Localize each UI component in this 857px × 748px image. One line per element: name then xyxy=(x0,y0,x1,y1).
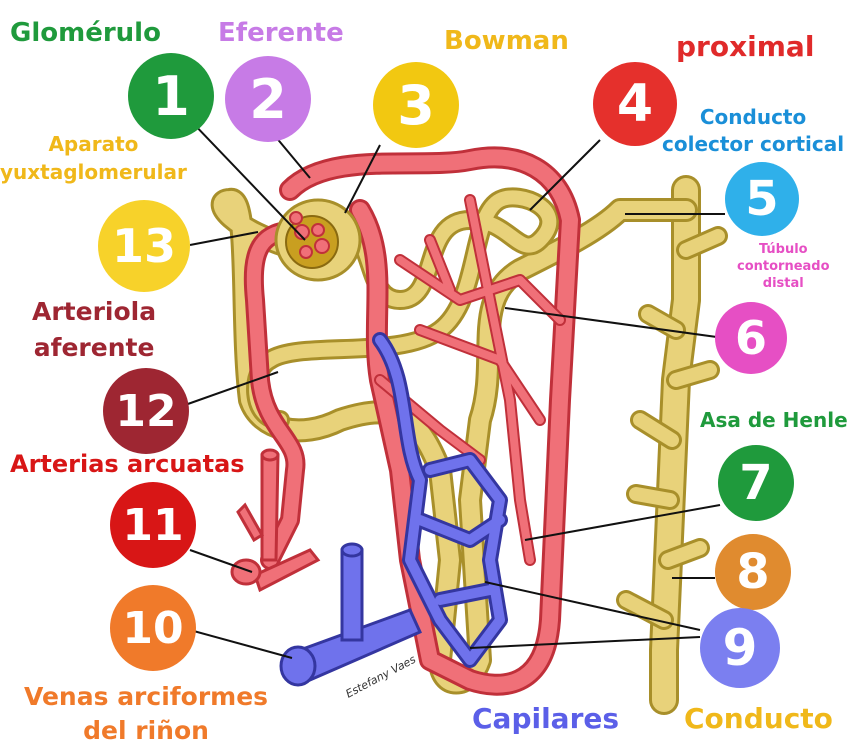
marker-7: 7 xyxy=(718,445,794,521)
marker-13: 13 xyxy=(98,200,190,292)
marker-10: 10 xyxy=(110,585,196,671)
marker-3-text: 3 xyxy=(397,74,435,137)
label-conducto: Conducto xyxy=(684,704,833,733)
label-arterias-arcuatas: Arterias arcuatas xyxy=(10,452,245,477)
marker-8-text: 8 xyxy=(736,544,769,600)
label-aparato-yuxtaglomerular: Aparato yuxtaglomerular xyxy=(0,130,187,186)
label-eferente: Eferente xyxy=(218,20,344,47)
label-bowman: Bowman xyxy=(444,28,569,55)
label-glomerulo: Glomérulo xyxy=(10,20,161,47)
marker-2-text: 2 xyxy=(249,68,287,131)
marker-2: 2 xyxy=(225,56,311,142)
marker-9-text: 9 xyxy=(723,619,758,677)
marker-8: 8 xyxy=(715,534,791,610)
marker-9: 9 xyxy=(700,608,780,688)
marker-5-text: 5 xyxy=(745,171,778,227)
label-tubulo-contorneado-distal: Túbulo contorneado distal xyxy=(737,242,830,293)
marker-1-text: 1 xyxy=(152,65,190,128)
marker-6: 6 xyxy=(715,302,787,374)
marker-12: 12 xyxy=(103,368,189,454)
marker-5: 5 xyxy=(725,162,799,236)
marker-11-text: 11 xyxy=(122,500,183,551)
marker-7-text: 7 xyxy=(739,455,772,511)
marker-6-text: 6 xyxy=(735,311,767,365)
marker-13-text: 13 xyxy=(112,219,176,273)
label-venas-arciformes: Venas arciformes del riñon xyxy=(24,680,268,748)
marker-11: 11 xyxy=(110,482,196,568)
marker-12-text: 12 xyxy=(115,386,176,437)
marker-3: 3 xyxy=(373,62,459,148)
marker-1: 1 xyxy=(128,53,214,139)
marker-10-text: 10 xyxy=(122,603,183,654)
label-conducto-colector-cortical: Conducto colector cortical xyxy=(662,104,844,158)
marker-4-text: 4 xyxy=(617,74,653,134)
label-proximal: proximal xyxy=(676,32,814,61)
label-arteriola-aferente: Arteriola aferente xyxy=(32,294,156,367)
label-capilares: Capilares xyxy=(472,704,619,733)
label-asa-de-henle: Asa de Henle xyxy=(700,410,848,431)
